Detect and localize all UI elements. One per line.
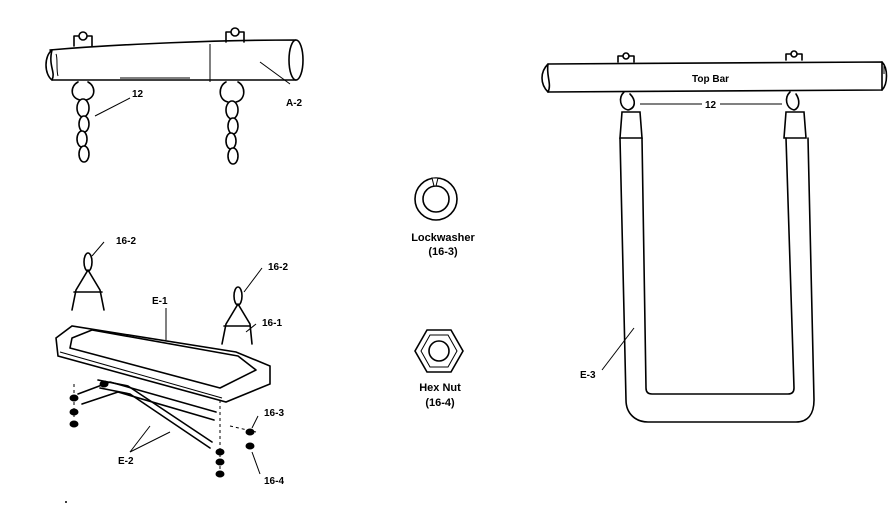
hex-nut-part: Hex Nut (16-4)	[414, 329, 464, 409]
strap-swing-assembly: Top Bar 12 E-3	[541, 50, 888, 423]
label-chain-left: 12	[132, 89, 144, 100]
label-strap-e3: E-3	[580, 370, 596, 381]
label-top-bar: Top Bar	[692, 74, 729, 85]
top-bar-assembly-left: 12 A-2	[45, 27, 304, 165]
label-washer-16-3: 16-3	[264, 408, 284, 419]
label-hanger-16-1: 16-1	[262, 318, 282, 329]
label-chain-right: 12	[705, 100, 717, 111]
label-hook-16-2-right: 16-2	[268, 262, 288, 273]
label-nut-16-4: 16-4	[264, 476, 284, 487]
hexnut-code: (16-4)	[425, 397, 455, 409]
seat-assembly: 16-2 16-2 E-1 16-1 E-2 16-3 16-4	[55, 236, 288, 487]
chain-right	[219, 81, 245, 165]
hexnut-name: Hex Nut	[419, 382, 461, 394]
lockwasher-code: (16-3)	[428, 246, 458, 258]
chain-left	[71, 81, 95, 163]
label-brace-e2: E-2	[118, 456, 134, 467]
lockwasher-part: Lockwasher (16-3)	[411, 177, 476, 258]
label-seat-e1: E-1	[152, 296, 168, 307]
label-hook-16-2-left: 16-2	[116, 236, 136, 247]
lockwasher-name: Lockwasher	[411, 232, 475, 244]
label-bar-a2: A-2	[286, 98, 303, 109]
